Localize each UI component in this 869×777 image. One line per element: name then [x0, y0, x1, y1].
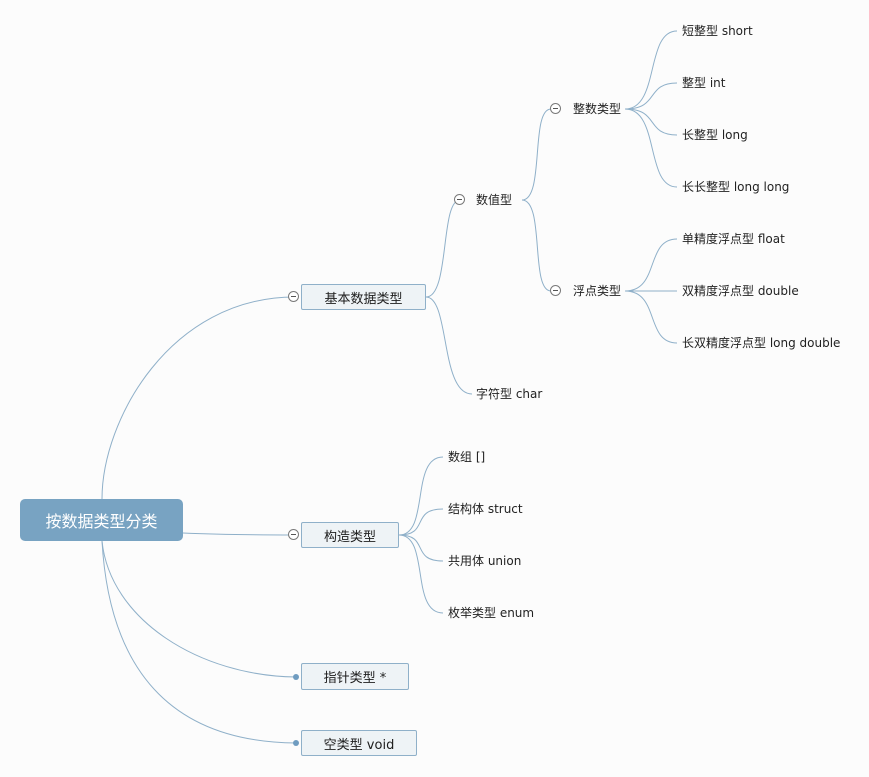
link-root-constructed [182, 532, 296, 536]
link-float-float [624, 238, 678, 292]
leaf-long[interactable]: 长整型 long [682, 128, 748, 142]
link-root-void [101, 540, 297, 744]
leaf-enum[interactable]: 枚举类型 enum [448, 606, 535, 620]
root-node[interactable]: 按数据类型分类 [20, 499, 183, 541]
void-dot-icon [293, 740, 299, 746]
link-root-pointer [101, 540, 297, 678]
link-constructed-struct [398, 508, 444, 536]
node-numeric[interactable]: 数值型 [476, 193, 513, 207]
node-void-type[interactable]: 空类型 void [301, 730, 417, 756]
collapse-numeric-icon[interactable] [454, 194, 465, 205]
collapse-basic-icon[interactable] [288, 291, 299, 302]
leaf-array[interactable]: 数组 [] [448, 450, 486, 464]
node-pointer-type[interactable]: 指针类型 * [301, 663, 409, 690]
leaf-union[interactable]: 共用体 union [448, 554, 522, 568]
link-integer-int [624, 82, 678, 110]
link-root-basic [101, 296, 296, 500]
link-basic-numeric [425, 199, 461, 298]
collapse-float-icon[interactable] [550, 285, 561, 296]
link-numeric-float [521, 199, 552, 292]
node-char[interactable]: 字符型 char [476, 387, 543, 401]
link-integer-long [624, 108, 678, 136]
collapse-constructed-icon[interactable] [288, 529, 299, 540]
pointer-dot-icon [293, 674, 299, 680]
leaf-long-long[interactable]: 长长整型 long long [682, 180, 790, 194]
node-basic-types[interactable]: 基本数据类型 [301, 284, 426, 310]
link-constructed-union [398, 534, 444, 562]
link-basic-char [425, 296, 473, 395]
link-numeric-integer [521, 108, 552, 201]
leaf-double[interactable]: 双精度浮点型 double [682, 284, 799, 298]
leaf-int[interactable]: 整型 int [682, 76, 726, 90]
collapse-integer-icon[interactable] [550, 103, 561, 114]
link-integer-short [624, 30, 678, 110]
link-constructed-enum [398, 534, 444, 614]
node-integer-types[interactable]: 整数类型 [573, 102, 622, 116]
node-constructed-types[interactable]: 构造类型 [301, 522, 399, 548]
leaf-struct[interactable]: 结构体 struct [448, 502, 523, 516]
leaf-float[interactable]: 单精度浮点型 float [682, 232, 785, 246]
link-integer-longlong [624, 108, 678, 188]
link-float-longdouble [624, 290, 678, 344]
link-constructed-array [398, 456, 444, 536]
leaf-short[interactable]: 短整型 short [682, 24, 753, 38]
leaf-long-double[interactable]: 长双精度浮点型 long double [682, 336, 841, 350]
node-float-types[interactable]: 浮点类型 [573, 284, 622, 298]
